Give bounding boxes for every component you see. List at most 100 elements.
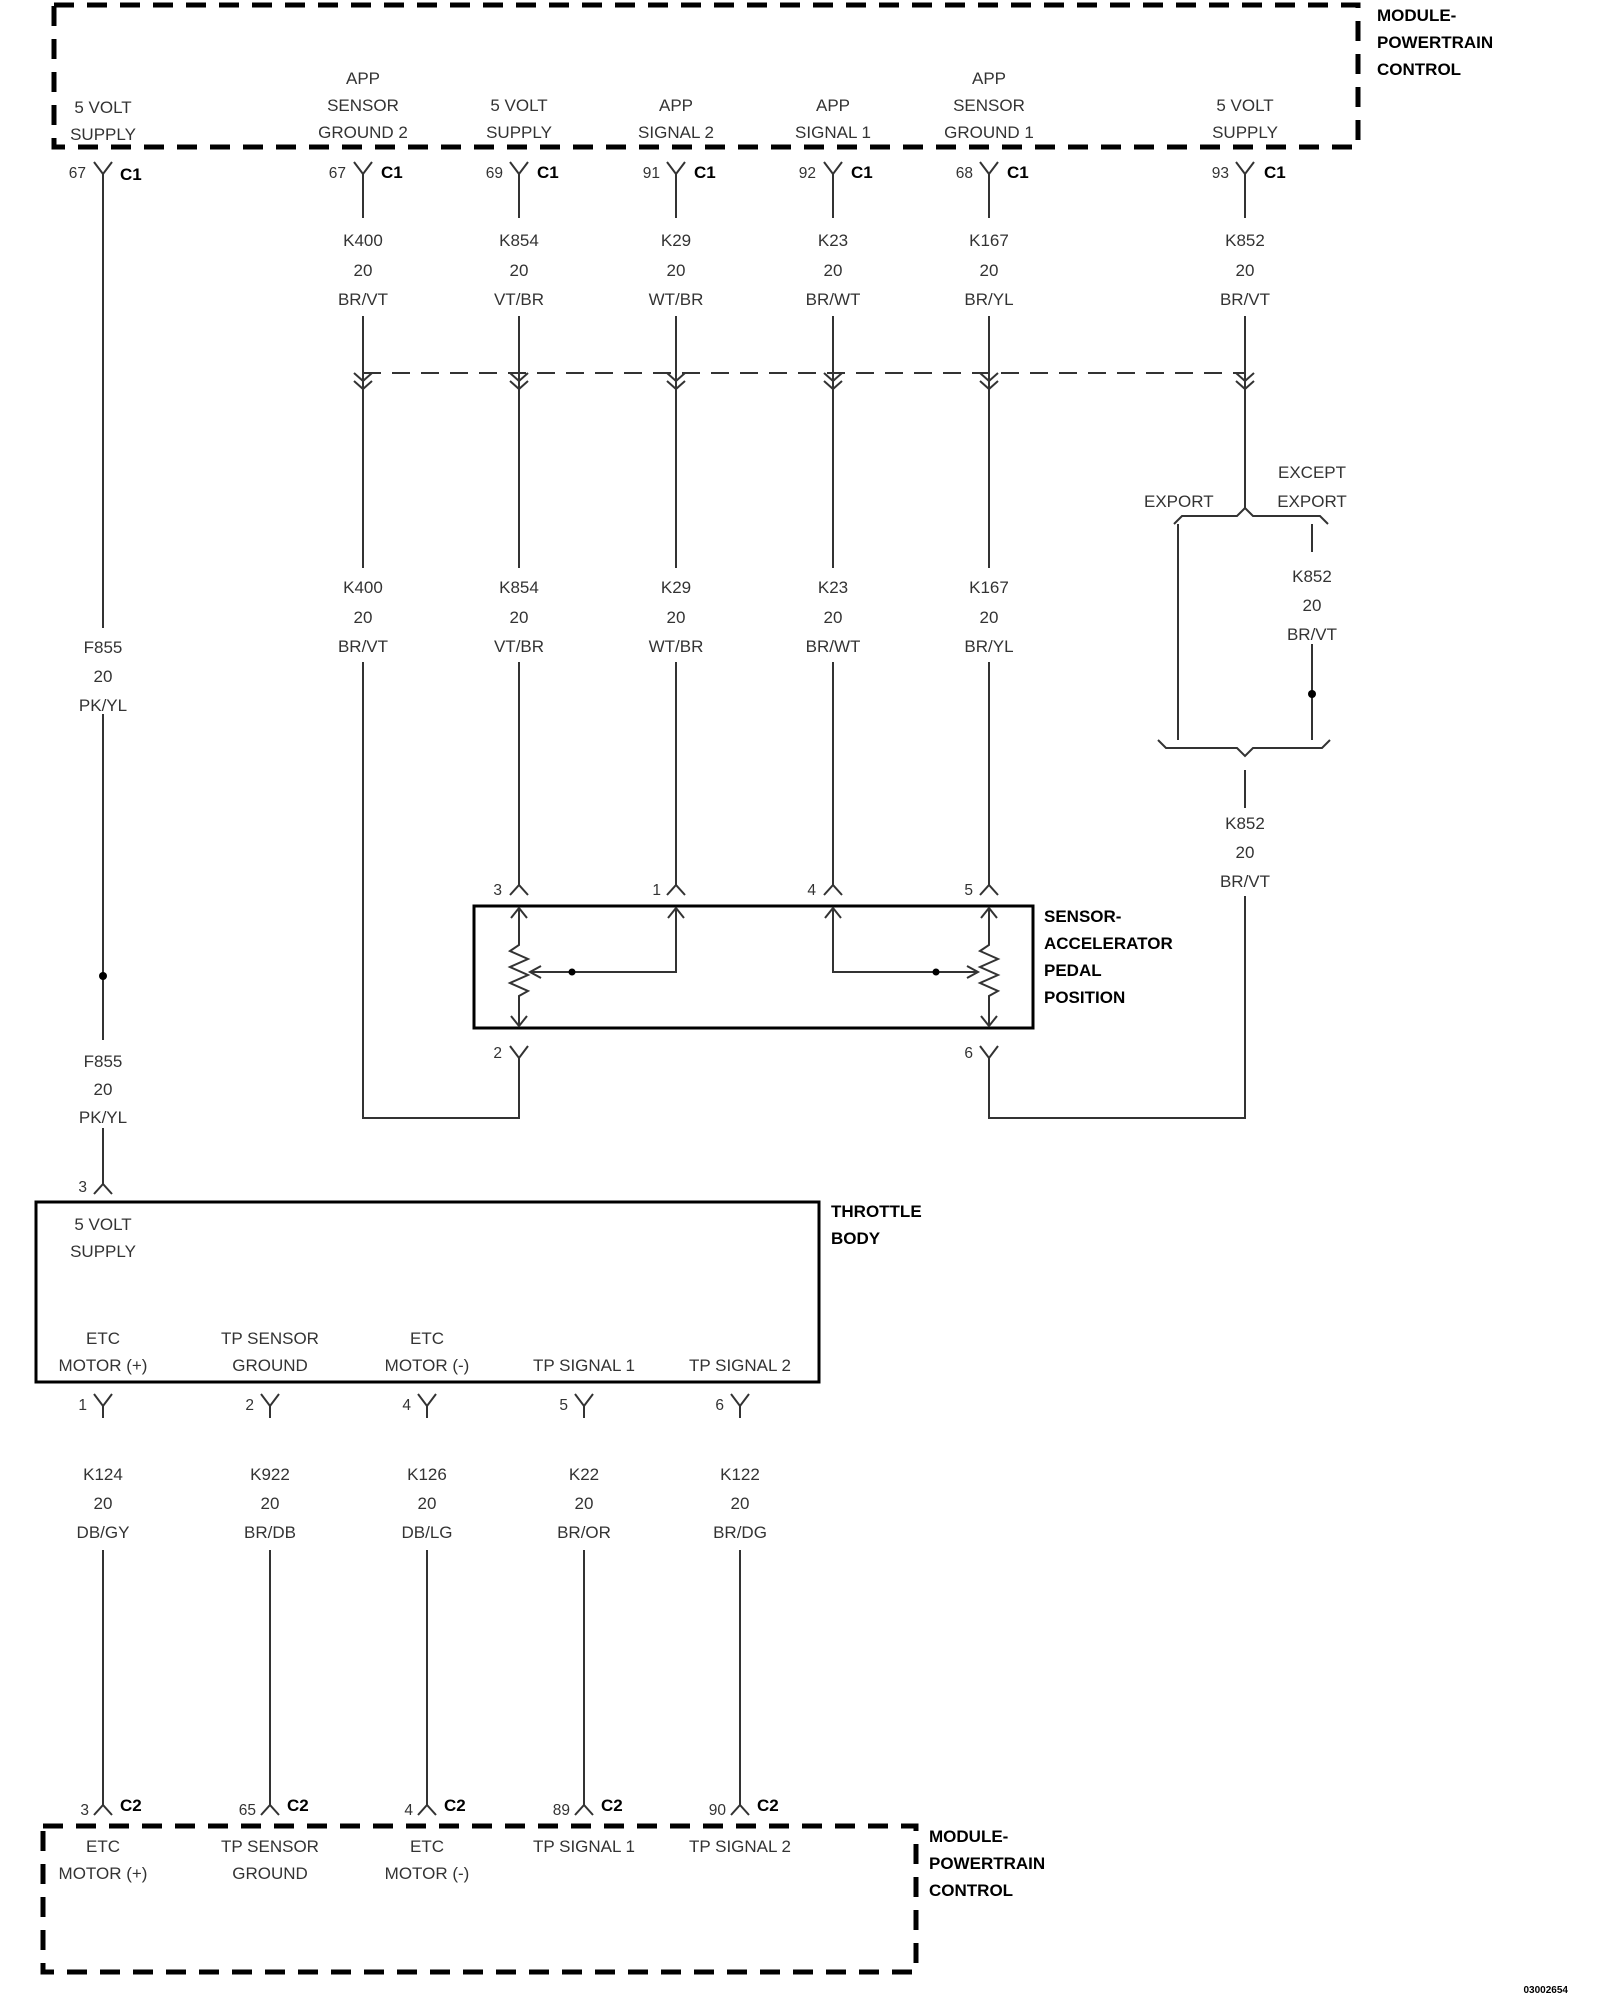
c2-label-4: C2 (601, 1796, 623, 1815)
wire-bottom-1-gauge: 20 (94, 1494, 113, 1513)
wire-upper-6-circuit: K852 (1225, 231, 1265, 250)
pin-c1-5: 92 (799, 165, 816, 182)
pcm-top-func-7-l1: 5 VOLT (1216, 96, 1273, 115)
app-pin-2: 2 (493, 1045, 502, 1062)
wire-segments-mid (362, 390, 1246, 568)
throttle-body-box (34, 1200, 821, 1384)
wire-bottom-2-gauge: 20 (261, 1494, 280, 1513)
app-pin-5: 5 (964, 882, 973, 899)
wire-mid-5-circuit: K167 (969, 578, 1009, 597)
c1-label-3: C1 (537, 163, 559, 182)
pcm-top-func-7-l2: SUPPLY (1212, 123, 1278, 142)
c2-label-5: C2 (757, 1796, 779, 1815)
branch-bottom-bracket (1157, 739, 1331, 758)
k852-lower-gauge: 20 (1236, 843, 1255, 862)
throttle-supply-1: 5 VOLT (74, 1215, 131, 1234)
wiper-2 (824, 906, 981, 979)
f855-labels: F855 20 PK/YL F855 20 PK/YL (79, 638, 127, 1127)
app-sensor-title-1: SENSOR- (1044, 907, 1121, 926)
pcm-bottom-title-3: CONTROL (929, 1881, 1013, 1900)
wire-upper-2-color: VT/BR (494, 290, 544, 309)
export-branch (1157, 507, 1331, 1118)
pcm-top-func-2-l3: GROUND 2 (318, 123, 408, 142)
wire-mid-3-gauge: 20 (667, 608, 686, 627)
wire-upper-4-color: BR/WT (806, 290, 861, 309)
wire-mid-1-gauge: 20 (354, 608, 373, 627)
wire-bottom-5-color: BR/DG (713, 1523, 767, 1542)
wire-mid-2-gauge: 20 (510, 608, 529, 627)
wire-bottom-3-circuit: K126 (407, 1465, 447, 1484)
throttle-pin-4: 4 (402, 1397, 411, 1414)
pcm-top-title-1: MODULE- (1377, 6, 1456, 25)
wire-upper-4-gauge: 20 (824, 261, 843, 280)
k852-lower-circuit: K852 (1225, 814, 1265, 833)
pcm-top-func-2-l2: SENSOR (327, 96, 399, 115)
pin-c1-1: 67 (69, 165, 86, 182)
pcm-top-func-6-l1: APP (972, 69, 1006, 88)
wire-bottom-2-circuit: K922 (250, 1465, 290, 1484)
app-pin-3: 3 (493, 882, 502, 899)
throttle-input-pin: 3 (78, 1179, 87, 1196)
throttle-input-terminal (93, 1182, 113, 1195)
inline-chevron-5 (979, 316, 999, 391)
inline-connector-chevrons (353, 316, 1255, 391)
pcm-bottom-func-2-l2: GROUND (232, 1864, 308, 1883)
throttle-terminal-5 (574, 1393, 594, 1418)
pcm-bottom-title-1: MODULE- (929, 1827, 1008, 1846)
pcm-bottom-func-1-l2: MOTOR (+) (59, 1864, 148, 1883)
app-sensor-terminals-bottom (509, 1045, 999, 1062)
app-sensor-title-4: POSITION (1044, 988, 1125, 1007)
wire-bottom-1-circuit: K124 (83, 1465, 123, 1484)
throttle-title-2: BODY (831, 1229, 881, 1248)
pcm-top-func-3-l1: 5 VOLT (490, 96, 547, 115)
wire-mid-3-circuit: K29 (661, 578, 691, 597)
throttle-pins: 1 2 4 5 6 (78, 1397, 724, 1414)
pin-c2-2: 65 (239, 1802, 256, 1819)
pcm-top-title-3: CONTROL (1377, 60, 1461, 79)
wire-upper-6-gauge: 20 (1236, 261, 1255, 280)
branch-except-label-2: EXPORT (1277, 492, 1347, 511)
pcm-top-func-4-l1: APP (659, 96, 693, 115)
terminal-c2-2 (260, 1803, 280, 1816)
wire-bottom-4-circuit: K22 (569, 1465, 599, 1484)
pcm-bottom-func-2-l1: TP SENSOR (221, 1837, 319, 1856)
throttle-functions: 5 VOLT SUPPLY ETC MOTOR (+) TP SENSOR GR… (59, 1215, 791, 1375)
app-sensor-title-3: PEDAL (1044, 961, 1102, 980)
throttle-pin-6: 6 (715, 1397, 724, 1414)
wire-mid-5-gauge: 20 (980, 608, 999, 627)
wire-upper-1-gauge: 20 (354, 261, 373, 280)
wire-upper-2-gauge: 20 (510, 261, 529, 280)
terminal-c2-4 (574, 1803, 594, 1816)
throttle-func-1-l2: MOTOR (+) (59, 1356, 148, 1375)
f855-upper-gauge: 20 (94, 667, 113, 686)
f855-upper-circuit: F855 (84, 638, 123, 657)
throttle-pin-5: 5 (559, 1397, 568, 1414)
pcm-top-terminals (93, 161, 1255, 218)
throttle-func-4-l2: TP SIGNAL 1 (533, 1356, 635, 1375)
wiper-1 (527, 906, 685, 979)
throttle-terminal-4 (417, 1393, 437, 1418)
throttle-func-2-l1: TP SENSOR (221, 1329, 319, 1348)
figure-id: 03002654 (1524, 1985, 1569, 1996)
branch-wire-color: BR/VT (1287, 625, 1337, 644)
wire-bottom-5-gauge: 20 (731, 1494, 750, 1513)
throttle-title-1: THROTTLE (831, 1202, 922, 1221)
c1-label-4: C1 (694, 163, 716, 182)
wire-k852-to-pin6 (988, 896, 1246, 1119)
app-terminal-5 (979, 883, 999, 896)
app-terminal-6 (979, 1045, 999, 1062)
terminal-c1-7 (1235, 161, 1255, 218)
wire-k400-to-pin2 (362, 662, 520, 1119)
pcm-bottom-func-4-l1: TP SIGNAL 1 (533, 1837, 635, 1856)
wire-upper-5-gauge: 20 (980, 261, 999, 280)
terminal-c1-6 (979, 161, 999, 218)
wires-upper-labels: K400 20 BR/VT K854 20 VT/BR K29 20 WT/BR… (338, 231, 1270, 309)
pcm-top-box (51, 2, 1361, 150)
potentiometer-1 (507, 906, 531, 1028)
pin-c2-5: 90 (709, 1802, 727, 1819)
inline-chevron-6 (1235, 316, 1255, 391)
app-sensor-pins-bottom: 2 6 (493, 1045, 973, 1062)
pcm-bottom-box (40, 1823, 919, 1975)
